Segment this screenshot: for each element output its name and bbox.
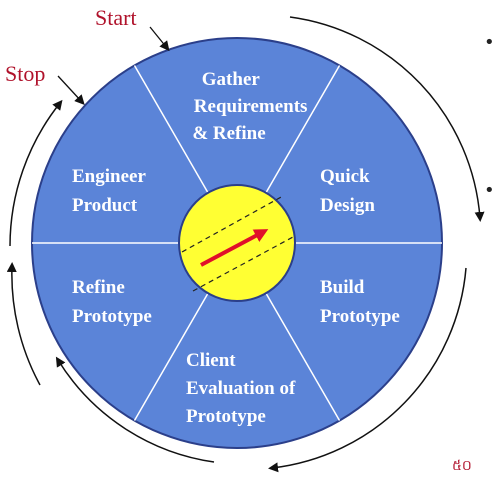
hub-direction-arrow [200, 229, 269, 267]
page-number: ៥០ [452, 458, 472, 474]
segment-build-prototype-label: Build Prototype [320, 277, 400, 327]
hub-circle [178, 184, 296, 302]
left-lower-arc [6, 262, 41, 386]
hub-lower-dashed-line [192, 236, 294, 292]
start-label: Start [95, 5, 137, 30]
wheel-hub [178, 184, 296, 302]
stop-label: Stop [5, 61, 45, 86]
left-upper-arc [9, 99, 63, 247]
segment-quick-design-label: Quick Design [320, 166, 375, 216]
segment-refine-prototype-label: Refine Prototype [72, 277, 152, 327]
right-to-bottom-arc [268, 267, 467, 473]
bullet-middle: • [484, 180, 492, 201]
bullet-top: • [484, 32, 492, 53]
segment-client-evaluation-label: Client Evaluation of Prototype [186, 350, 300, 427]
stop-pointer-arrow [57, 75, 85, 105]
segment-gather-label: Gather Requirements & Refine [192, 69, 312, 144]
bottom-to-left-arc [55, 356, 215, 463]
start-to-right-arc [289, 16, 485, 222]
start-pointer-arrow [149, 26, 170, 52]
segment-engineer-product-label: Engineer Product [72, 166, 150, 216]
hub-upper-dashed-line [181, 195, 284, 253]
